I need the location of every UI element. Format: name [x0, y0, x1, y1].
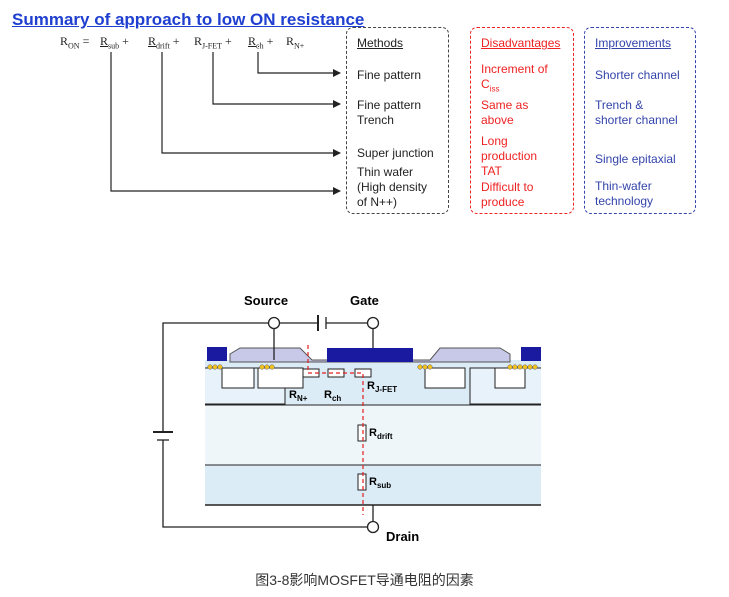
disadvantages-header: Disadvantages	[481, 36, 561, 50]
rsub-label: Rsub	[369, 476, 392, 491]
formula-r-jfet: RJ-FET +	[194, 34, 232, 51]
drain-label: Drain	[386, 529, 420, 544]
substrate-layer	[205, 465, 541, 505]
formula-r-ch: Rch +	[248, 34, 274, 51]
formula-r-drift: Rdrift +	[148, 34, 180, 51]
disadvantage-item: above	[481, 113, 514, 127]
disadvantage-item: Same as	[481, 98, 529, 112]
figure-caption: 图3-8影响MOSFET导通电阻的因素	[255, 572, 474, 588]
arrow-rsub	[110, 52, 341, 195]
disadvantage-item: produce	[481, 195, 525, 209]
disadvantage-item: TAT	[481, 164, 502, 178]
arrow-rjfet	[212, 52, 341, 108]
rdrift-label: Rdrift	[369, 427, 393, 442]
disadvantages-box: Disadvantages Increment of Ciss Same as …	[470, 27, 574, 214]
method-item: Fine pattern	[357, 98, 422, 112]
rn-label: RN+	[289, 389, 308, 404]
drain-terminal	[366, 520, 380, 534]
gate-electrode	[327, 348, 413, 362]
method-item: of N++)	[357, 195, 398, 209]
method-item: Trench	[357, 113, 394, 127]
gate-label: Gate	[350, 293, 379, 308]
source-label: Source	[244, 293, 289, 308]
resistor-rsub	[357, 473, 367, 491]
improvement-item: Thin-wafer	[595, 179, 652, 193]
gate-terminal	[366, 316, 380, 330]
disadvantage-item: Difficult to	[481, 180, 534, 194]
mosfet-cross-section	[205, 345, 541, 515]
arrow-rdrift	[161, 52, 341, 157]
page-title: Summary of approach to low ON resistance	[12, 10, 365, 29]
method-item: Fine pattern	[357, 68, 422, 82]
improvements-header: Improvements	[595, 36, 672, 50]
improvement-item: Single epitaxial	[595, 152, 676, 166]
arrow-rch	[257, 52, 341, 77]
improvement-item: shorter channel	[595, 113, 678, 127]
formula-r-nplus: RN+	[286, 34, 305, 51]
disadvantage-item: Ciss	[481, 77, 500, 94]
disadvantage-item: production	[481, 149, 538, 163]
improvement-item: Trench &	[595, 98, 644, 112]
method-item: (High density	[357, 180, 428, 194]
drift-layer	[205, 405, 541, 465]
improvement-item: technology	[595, 194, 654, 208]
methods-box: Methods Fine pattern Fine pattern Trench…	[346, 27, 449, 214]
rjfet-label: RJ-FET	[367, 380, 398, 395]
resistor-rdrift	[357, 424, 367, 442]
disadvantage-item: Increment of	[481, 62, 548, 76]
formula-r-sub: Rsub +	[100, 34, 129, 51]
disadvantage-item: Long	[481, 134, 508, 148]
method-item: Thin wafer	[357, 165, 414, 179]
rch-label: Rch	[324, 389, 342, 404]
method-item: Super junction	[357, 146, 434, 160]
methods-header: Methods	[357, 36, 404, 50]
source-terminal	[267, 316, 281, 330]
improvement-item: Shorter channel	[595, 68, 680, 82]
connector-arrows	[110, 52, 341, 195]
improvements-box: Improvements Shorter channel Trench & sh…	[584, 27, 696, 214]
current-path	[307, 345, 364, 515]
formula-lhs: RON =	[60, 34, 90, 51]
